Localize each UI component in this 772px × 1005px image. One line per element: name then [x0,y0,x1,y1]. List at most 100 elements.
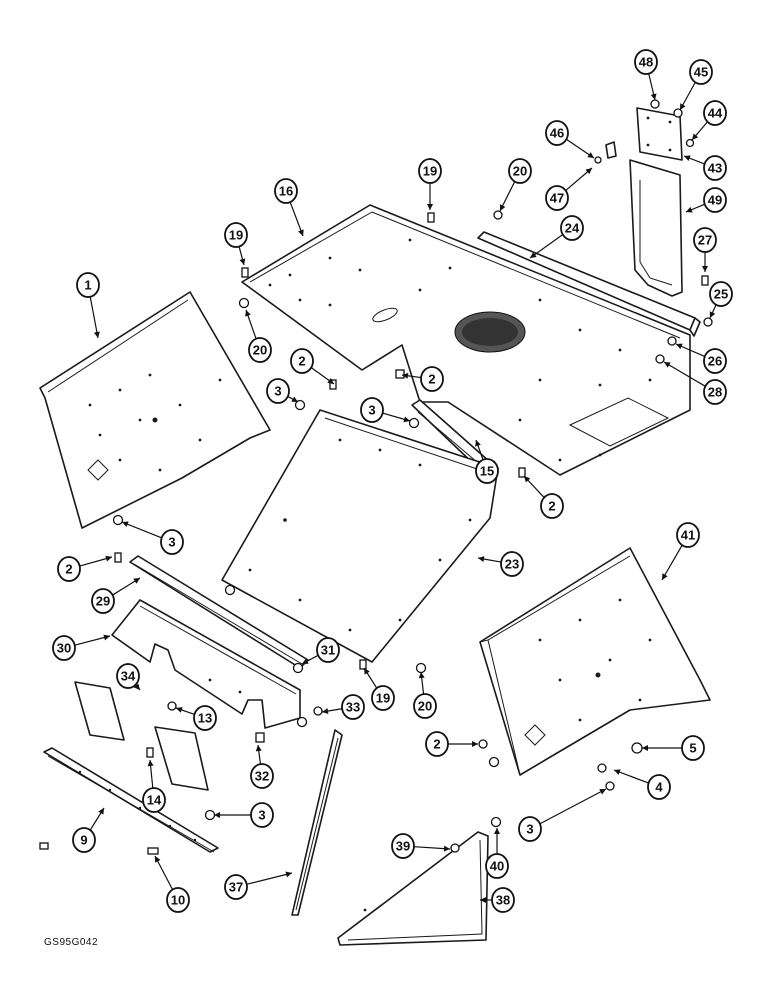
leader-arrowhead [480,897,486,903]
callout-number: 19 [229,228,243,243]
callout-circle [545,120,569,146]
leader-arrowhead [599,789,606,795]
callout-number: 14 [147,793,162,808]
callout-circle [485,853,509,879]
leader-arrowhead [133,578,140,584]
callout-45: 45 [679,59,713,111]
callout-2: 2 [57,555,113,582]
callout-circle [709,281,733,307]
callout-38: 38 [480,887,515,913]
callout-circle [703,379,727,405]
callout-number: 44 [708,106,723,121]
leader-arrowhead [133,683,140,690]
floor-panel-16 [241,204,691,476]
callout-number: 9 [80,833,87,848]
small-plate-34 [74,681,209,791]
callout-circle [647,774,671,800]
callout-19: 19 [418,158,442,210]
leader-line [663,361,706,387]
callout-19: 19 [363,667,395,711]
leader-arrowhead [684,155,691,161]
leader-line [121,521,163,539]
side-panel-41 [479,547,711,776]
callout-number: 38 [496,893,510,908]
leader-arrowhead [147,760,154,767]
callout-2: 2 [523,475,564,519]
callout-number: 33 [346,700,360,715]
callout-circle [160,529,184,555]
callout-number: 13 [198,711,212,726]
callout-number: 19 [376,691,390,706]
callout-number: 16 [279,184,293,199]
callout-number: 29 [96,594,110,609]
callout-circle [72,827,96,853]
callout-circle [693,227,717,253]
callout-circle [676,522,700,548]
plate-43 [636,107,683,161]
callout-circle [248,337,272,363]
callout-number: 20 [418,699,432,714]
callout-circle [508,158,532,184]
callout-13: 13 [175,705,217,731]
leader-arrowhead [686,206,693,213]
callout-5: 5 [642,735,705,761]
callout-20: 20 [245,309,272,363]
leader-arrowhead [103,634,110,641]
callout-number: 45 [694,65,708,80]
leader-arrowhead [298,229,304,236]
fasteners [39,99,713,855]
callout-circle [413,693,437,719]
callout-28: 28 [663,361,727,405]
plate-49 [629,159,683,297]
leader-arrowhead [291,396,298,402]
callout-3: 3 [266,378,299,404]
callout-circle [266,378,290,404]
callout-number: 1 [84,278,91,293]
callout-23: 23 [477,551,524,577]
leader-arrowhead [500,204,506,211]
callout-number: 49 [708,193,722,208]
callout-number: 3 [368,403,375,418]
callout-circle [224,874,248,900]
callout-number: 2 [65,562,72,577]
leader-line [661,544,684,581]
callout-number: 28 [708,385,722,400]
callout-40: 40 [485,828,509,879]
bracket-plate-30 [111,599,301,729]
leader-arrowhead [494,828,500,834]
leader-arrowhead [443,845,450,852]
callout-circle [250,802,274,828]
triangle-panel-38 [337,831,489,946]
leader-arrowhead [245,310,251,317]
leader-arrowhead [427,204,433,210]
leader-arrowhead [662,573,668,580]
callout-37: 37 [224,871,293,900]
callout-1: 1 [76,272,100,339]
callout-circle [703,348,727,374]
callout-circle [420,366,444,392]
leader-arrowhead [403,416,410,423]
callout-43: 43 [683,155,727,181]
callout-number: 30 [57,641,71,656]
callout-circle [500,551,524,577]
callout-24: 24 [529,215,584,259]
leader-line [289,201,304,237]
callout-circle [274,178,298,204]
callout-3: 3 [121,521,184,555]
callout-27: 27 [693,227,717,272]
callout-41: 41 [661,522,700,581]
leader-arrowhead [93,331,100,338]
callout-47: 47 [545,167,593,211]
callout-number: 20 [513,164,527,179]
leader-line [613,769,649,784]
callout-circle [703,100,727,126]
leader-line [413,846,451,850]
leader-arrowhead [122,521,129,528]
callout-number: 3 [526,822,533,837]
callout-circle [560,215,584,241]
strip-29 [129,555,309,669]
callout-circle [703,187,727,213]
callout-32: 32 [250,744,274,789]
